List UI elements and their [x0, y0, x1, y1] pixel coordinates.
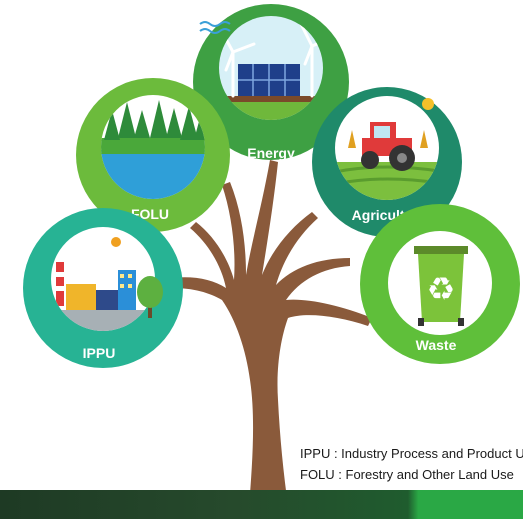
solar-panel-icon — [238, 64, 300, 96]
recycle-bin-icon: ♻ — [414, 246, 468, 326]
factory-icon — [56, 262, 136, 310]
tree-trunk — [150, 160, 372, 519]
ippu-node: IPPU — [23, 208, 183, 368]
waves-icon — [199, 21, 231, 34]
forest-icon — [104, 100, 205, 140]
legend-ippu: IPPU : Industry Process and Product Use — [300, 446, 523, 461]
recycle-icon: ♻ — [427, 270, 456, 308]
tractor-icon — [361, 122, 415, 171]
ippu-label: IPPU — [83, 345, 116, 361]
tree-icon — [137, 276, 163, 318]
wheat-icon — [348, 130, 428, 148]
energy-label: Energy — [247, 145, 295, 161]
waste-label: Waste — [416, 337, 457, 353]
waste-node: ♻ Waste — [360, 204, 520, 364]
gear-icon — [111, 237, 121, 247]
energy-node: Energy — [193, 4, 349, 161]
sun-icon — [422, 98, 434, 110]
folu-node: FOLU — [76, 78, 230, 232]
bottom-bar — [0, 490, 523, 519]
agriculture-node: Agriculture — [312, 87, 462, 237]
legend-folu: FOLU : Forestry and Other Land Use — [300, 467, 514, 482]
